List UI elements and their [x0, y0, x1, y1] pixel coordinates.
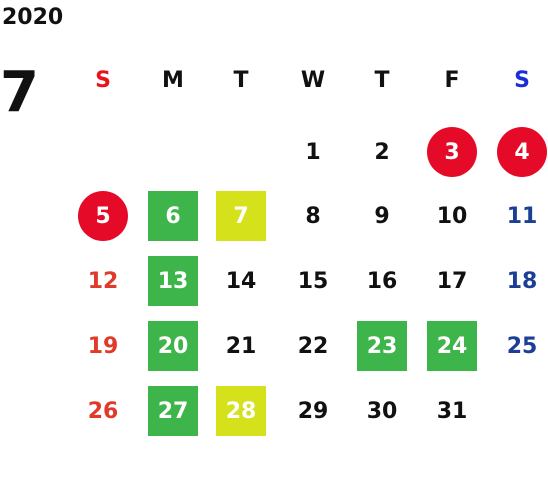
weekday-header-sat: S: [514, 68, 530, 93]
day-cell-25: 25: [506, 333, 538, 359]
day-cell-29: 29: [297, 398, 329, 424]
weekday-header-fri: F: [444, 68, 460, 93]
day-cell-7: 7: [216, 191, 266, 241]
day-cell-16: 16: [366, 268, 398, 294]
day-cell-10: 10: [436, 203, 468, 229]
day-cell-5: 5: [78, 191, 128, 241]
month-label: 7: [0, 60, 39, 125]
day-cell-17: 17: [436, 268, 468, 294]
day-cell-21: 21: [225, 333, 257, 359]
weekday-header-thu: T: [374, 68, 390, 93]
day-cell-3: 3: [427, 127, 477, 177]
day-cell-30: 30: [366, 398, 398, 424]
day-cell-22: 22: [297, 333, 329, 359]
day-cell-14: 14: [225, 268, 257, 294]
weekday-header-tue: T: [233, 68, 249, 93]
year-label: 2020: [2, 5, 64, 30]
weekday-header-wed: W: [300, 68, 326, 93]
day-cell-12: 12: [87, 268, 119, 294]
day-cell-18: 18: [506, 268, 538, 294]
day-cell-24: 24: [427, 321, 477, 371]
day-cell-23: 23: [357, 321, 407, 371]
day-cell-28: 28: [216, 386, 266, 436]
day-cell-1: 1: [305, 139, 321, 165]
day-cell-13: 13: [148, 256, 198, 306]
day-cell-31: 31: [436, 398, 468, 424]
weekday-header-mon: M: [162, 68, 184, 93]
day-cell-27: 27: [148, 386, 198, 436]
day-cell-20: 20: [148, 321, 198, 371]
day-cell-26: 26: [87, 398, 119, 424]
day-cell-15: 15: [297, 268, 329, 294]
day-cell-11: 11: [506, 203, 538, 229]
day-cell-4: 4: [497, 127, 547, 177]
weekday-header-sun: S: [95, 68, 111, 93]
day-cell-8: 8: [305, 203, 321, 229]
day-cell-6: 6: [148, 191, 198, 241]
day-cell-9: 9: [374, 203, 390, 229]
day-cell-2: 2: [374, 139, 390, 165]
day-cell-19: 19: [87, 333, 119, 359]
